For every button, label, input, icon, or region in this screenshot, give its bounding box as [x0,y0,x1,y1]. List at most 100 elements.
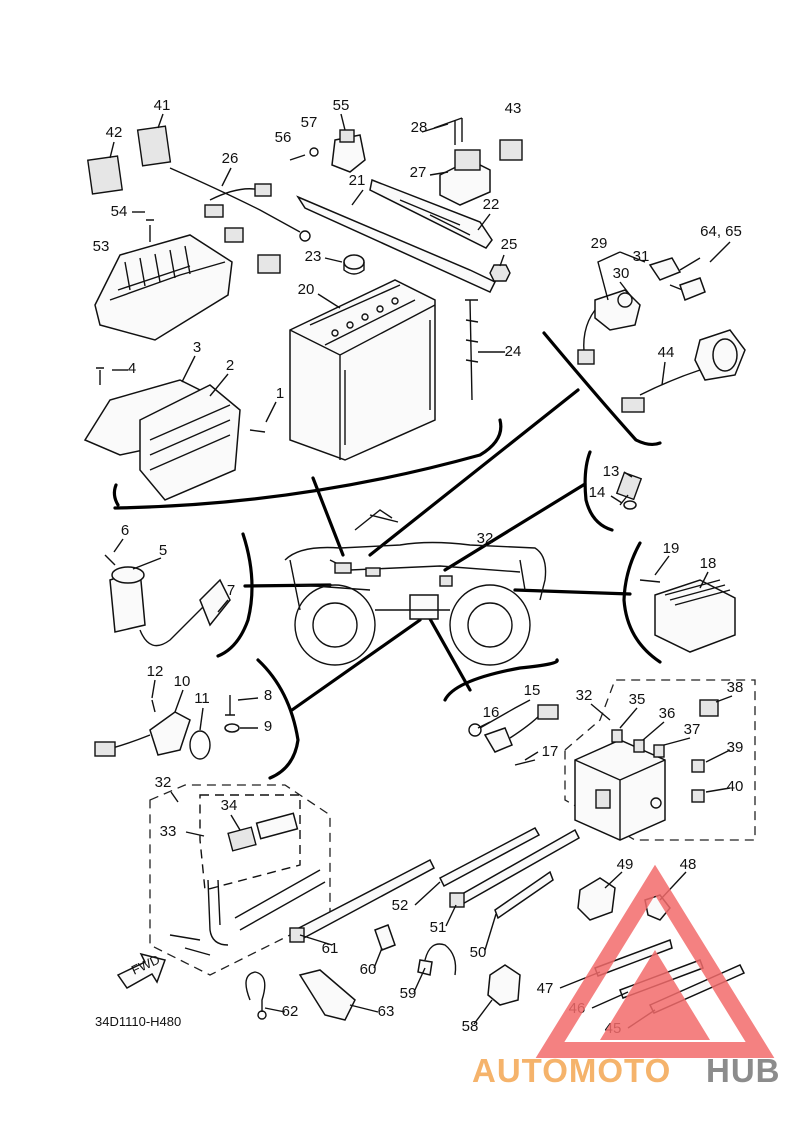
battery-20 [289,279,436,461]
part-label-33: 33 [160,823,177,840]
ecu-unit-53 [94,219,233,341]
part-label-1: 1 [276,385,284,402]
part-label-39: 39 [727,739,744,756]
part-label-6465: 64, 65 [700,223,742,240]
part-label-51: 51 [430,919,447,936]
part-label-13: 13 [603,463,620,480]
part-label-11: 11 [194,690,210,707]
cable-tie-61 [289,858,435,943]
watermark-text-part2: HUB [706,1052,781,1089]
bracket-3-cdi-2 [83,367,266,501]
part-label-50: 50 [470,944,487,961]
key-64-65 [648,257,706,301]
part-label-32a: 32 [477,530,494,547]
part-label-23: 23 [305,248,322,265]
part-label-40: 40 [727,778,744,795]
part-label-34: 34 [221,797,238,814]
rubber-cushion-23 [343,254,365,275]
part-label-16: 16 [483,704,500,721]
watermark-text-part1: AUTOMOTO [472,1052,671,1089]
part-label-47: 47 [537,980,554,997]
part-label-49: 49 [617,856,634,873]
part-label-55: 55 [333,97,350,114]
part-label-32b: 32 [576,687,593,704]
relay-55-56-57 [289,129,366,173]
part-label-21: 21 [349,172,366,189]
rectifier-regulator-18 [639,579,736,653]
part-label-31: 31 [633,248,650,265]
leader-lines [109,113,733,1029]
part-label-42: 42 [106,124,123,141]
main-switch-29 [577,289,641,365]
part-label-54: 54 [111,203,128,220]
clamp-58 [487,964,521,1006]
part-label-20: 20 [298,281,315,298]
part-label-41: 41 [154,97,171,114]
part-label-35: 35 [629,691,646,708]
part-label-30: 30 [613,265,630,282]
cable-tie-51 [449,828,580,908]
part-label-12: 12 [147,663,164,680]
dc-socket-44 [621,329,746,413]
part-label-14: 14 [589,484,606,501]
fwd-arrow-icon: FWD [116,952,166,989]
starter-relay-27-28 [439,118,491,206]
clamp-59 [417,943,457,976]
part-label-18: 18 [700,555,717,572]
part-label-56: 56 [275,129,292,146]
part-label-32c: 32 [155,774,172,791]
ignition-coil-5 [104,554,231,647]
relay-41-42 [86,125,172,195]
part-label-10: 10 [174,673,191,690]
band-62 [245,971,267,1020]
part-label-61: 61 [322,940,339,957]
part-label-28: 28 [411,119,428,136]
part-label-52: 52 [392,897,409,914]
part-label-5: 5 [159,542,167,559]
part-label-38: 38 [727,679,744,696]
nut-25 [489,264,511,282]
pickup-coil-10 [94,699,211,760]
part-label-7: 7 [227,582,235,599]
part-label-15: 15 [524,682,541,699]
harness-lead-26 [169,167,311,274]
switch-8-9 [224,695,240,733]
part-label-63: 63 [378,1003,395,1020]
part-label-8: 8 [264,687,272,704]
bolt-24 [465,299,479,401]
part-label-19: 19 [663,540,680,557]
part-label-17: 17 [542,743,559,760]
clamp-63 [298,969,356,1021]
part-label-37: 37 [684,721,701,738]
part-label-26: 26 [222,150,239,167]
part-label-36: 36 [659,705,676,722]
part-label-57: 57 [301,114,318,131]
region-borders [112,331,662,780]
part-label-25: 25 [501,236,518,253]
part-label-27: 27 [410,164,427,181]
cable-tie-52 [439,826,541,888]
part-label-6: 6 [121,522,129,539]
part-label-29: 29 [591,235,608,252]
part-label-24: 24 [505,343,522,360]
part-label-58: 58 [462,1018,479,1035]
fuse-43 [499,139,523,161]
sensor-13-14 [615,471,643,510]
part-label-60: 60 [360,961,377,978]
sensor-15-17 [468,704,559,766]
part-label-22: 22 [483,196,500,213]
part-label-59: 59 [400,985,417,1002]
part-label-62: 62 [282,1003,299,1020]
part-label-9: 9 [264,718,272,735]
diagram-code: 34D1110-H480 [95,1014,181,1029]
watermark-logo: AUTOMOTO HUB [472,864,781,1089]
sub-harness-33 [149,784,331,976]
atv-vehicle-illustration [284,509,547,666]
part-label-44: 44 [658,344,675,361]
clamp-60 [374,924,396,951]
part-label-43: 43 [505,100,522,117]
cable-tie-50 [494,870,554,920]
part-label-2: 2 [226,357,234,374]
